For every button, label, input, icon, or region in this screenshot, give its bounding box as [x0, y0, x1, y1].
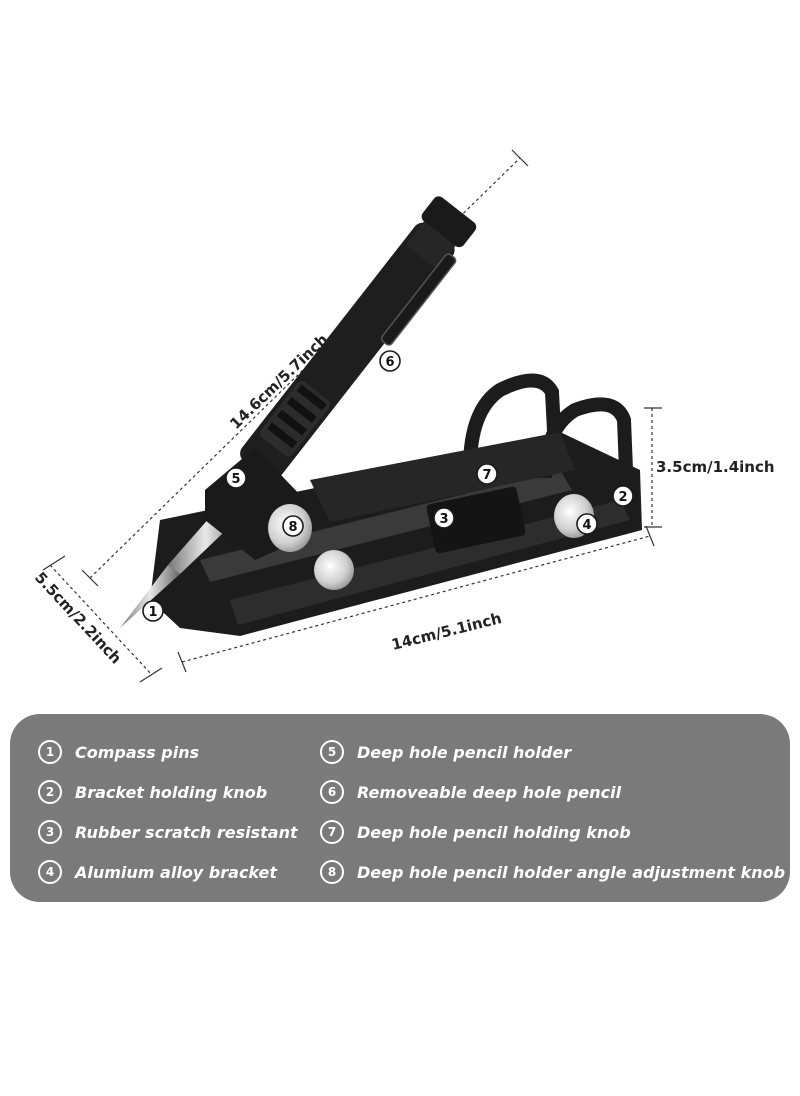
legend-label: Removeable deep hole pencil [357, 782, 622, 802]
legend-item-rubber-scratch-resistant: 3 Rubber scratch resistant [38, 812, 298, 852]
legend-label: Deep hole pencil holder angle adjustment… [357, 862, 786, 882]
svg-text:1: 1 [148, 605, 157, 620]
knob-lower [314, 550, 354, 590]
legend-label: Alumium alloy bracket [75, 862, 277, 882]
legend-item-pencil-holder: 5 Deep hole pencil holder [320, 732, 785, 772]
svg-text:7: 7 [482, 468, 491, 483]
legend-item-compass-pins: 1 Compass pins [38, 732, 298, 772]
width-label: 5.5cm/2.2inch [31, 568, 125, 667]
svg-text:8: 8 [288, 520, 297, 535]
deep-hole-pencil [120, 196, 477, 628]
legend-label: Bracket holding knob [75, 782, 268, 802]
legend-item-pencil-holding-knob: 7 Deep hole pencil holding knob [320, 812, 785, 852]
legend-label: Compass pins [75, 742, 200, 762]
legend-item-bracket-holding-knob: 2 Bracket holding knob [38, 772, 298, 812]
legend-column-left: 1 Compass pins 2 Bracket holding knob 3 … [38, 732, 298, 892]
legend-item-angle-adjustment-knob: 8 Deep hole pencil holder angle adjustme… [320, 852, 785, 892]
legend-item-removeable-pencil: 6 Removeable deep hole pencil [320, 772, 785, 812]
legend-number: 1 [38, 740, 62, 764]
legend-number: 4 [38, 860, 62, 884]
callout-4: 4 [576, 513, 598, 535]
svg-text:2: 2 [618, 490, 627, 505]
svg-text:5: 5 [231, 472, 240, 487]
legend-number: 5 [320, 740, 344, 764]
legend-number: 2 [38, 780, 62, 804]
legend-item-alloy-bracket: 4 Alumium alloy bracket [38, 852, 298, 892]
legend-number: 3 [38, 820, 62, 844]
height-label: 3.5cm/1.4inch [656, 458, 775, 476]
legend-panel: 1 Compass pins 2 Bracket holding knob 3 … [10, 714, 790, 902]
product-illustration: 14.6cm/5.7inch 3.5cm/1.4inch 5.5cm/2.2in… [31, 149, 775, 683]
base-length-label: 14cm/5.1inch [390, 609, 504, 654]
callout-8: 8 [282, 515, 304, 537]
legend-label: Deep hole pencil holding knob [357, 822, 631, 842]
callout-7: 7 [476, 463, 498, 485]
legend-number: 6 [320, 780, 344, 804]
callout-3: 3 [433, 507, 455, 529]
legend-label: Deep hole pencil holder [357, 742, 572, 762]
svg-text:4: 4 [582, 518, 591, 533]
legend-label: Rubber scratch resistant [75, 822, 298, 842]
callout-1: 1 [142, 600, 164, 622]
callout-6: 6 [379, 350, 401, 372]
callout-2: 2 [612, 485, 634, 507]
bracket-base [150, 373, 642, 636]
legend-number: 8 [320, 860, 344, 884]
legend-column-right: 5 Deep hole pencil holder 6 Removeable d… [320, 732, 785, 892]
svg-text:3: 3 [439, 512, 448, 527]
legend-number: 7 [320, 820, 344, 844]
svg-text:6: 6 [385, 355, 394, 370]
callout-5: 5 [225, 467, 247, 489]
